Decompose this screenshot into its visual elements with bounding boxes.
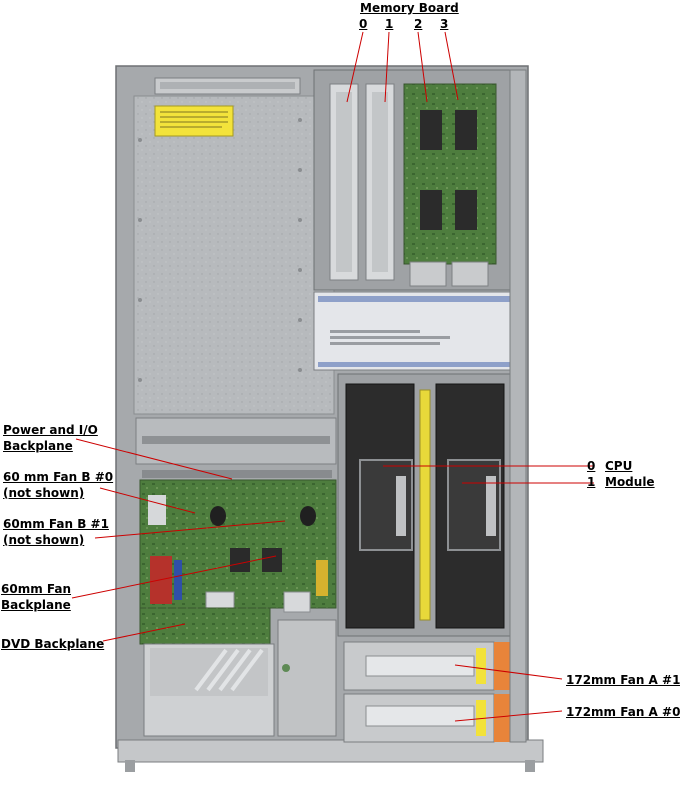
label-dvd-backplane: DVD Backplane <box>1 637 105 651</box>
label-power-io-line1: Power and I/O <box>3 423 98 437</box>
leader-dvd <box>102 623 186 642</box>
front-bezel <box>117 739 544 763</box>
leader-memory-1 <box>384 31 390 103</box>
label-cpu-index-0: 0 <box>587 459 596 473</box>
metal-cover <box>133 95 335 415</box>
label-fan-backplane-line2: Backplane <box>1 598 71 612</box>
label-module-word: Module <box>605 475 655 489</box>
label-fan-a1: 172mm Fan A #1 <box>566 673 680 687</box>
label-fan-b0-line2: (not shown) <box>3 486 85 500</box>
leader-lines <box>71 31 594 722</box>
motherboard-pcb <box>139 479 337 609</box>
leader-fan-backplane <box>71 555 277 599</box>
label-fan-backplane-line1: 60mm Fan <box>1 582 72 596</box>
cpu-divider-label <box>419 389 431 621</box>
leader-memory-0 <box>346 31 364 103</box>
blank-bay <box>277 619 337 737</box>
memory-slot-1: 1 <box>385 17 394 31</box>
label-fan-b0-line1: 60 mm Fan B #0 <box>3 470 114 484</box>
leader-memory-3 <box>444 31 459 101</box>
label-cpu-index-1: 1 <box>587 475 596 489</box>
label-fan-b1-line1: 60mm Fan B #1 <box>3 517 109 531</box>
label-power-io-line2: Backplane <box>3 439 73 453</box>
leader-fan-b1 <box>94 520 286 539</box>
leader-fan-b0 <box>99 487 196 514</box>
label-fan-b1-line2: (not shown) <box>3 533 85 547</box>
leader-fan-a1 <box>454 664 563 680</box>
leader-memory-2 <box>417 31 428 103</box>
warning-label <box>154 105 234 137</box>
memory-board-title: Memory Board <box>360 1 459 15</box>
label-fan-a0: 172mm Fan A #0 <box>566 705 680 719</box>
dvd-backplane <box>139 607 271 645</box>
memory-slot-0: 0 <box>359 17 368 31</box>
memory-board-slots-2-3 <box>403 83 497 265</box>
leader-power-io <box>75 438 233 480</box>
memory-slot-2: 2 <box>414 17 423 31</box>
leader-fan-a0 <box>454 710 563 722</box>
memory-slot-3: 3 <box>440 17 449 31</box>
label-cpu-word: CPU <box>605 459 633 473</box>
